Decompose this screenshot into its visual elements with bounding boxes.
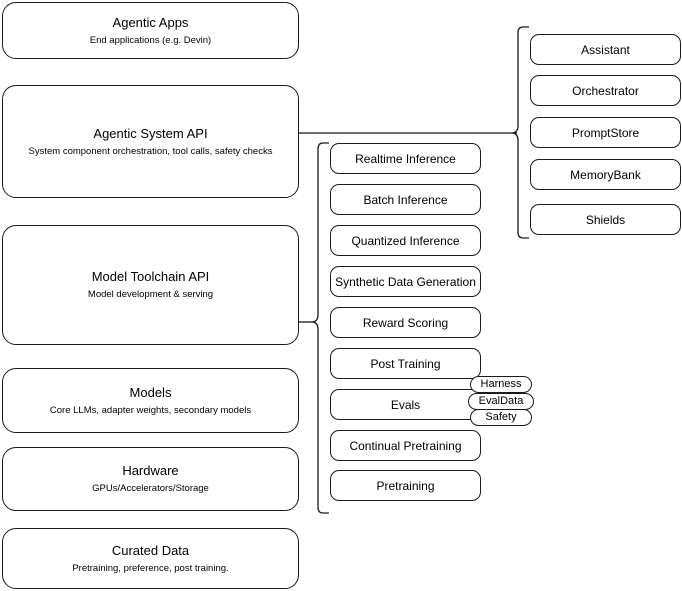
layer-subtitle: Core LLMs, adapter weights, secondary mo… [49, 404, 252, 416]
pill-label: Pretraining [376, 478, 435, 493]
evals-tag-safety[interactable]: Safety [470, 409, 532, 426]
tag-label: Safety [485, 411, 517, 423]
pill-label: Shields [585, 212, 626, 227]
pill-label: Synthetic Data Generation [335, 274, 476, 289]
pill-label: Orchestrator [572, 83, 639, 98]
layer-title: Model Toolchain API [91, 269, 210, 284]
layer-title: Agentic Apps [112, 14, 189, 30]
toolchain-item-reward-scoring[interactable]: Reward Scoring [330, 307, 481, 338]
layer-subtitle: Pretraining, preference, post training. [72, 562, 229, 574]
layer-title: Models [129, 384, 172, 400]
system-item-orchestrator[interactable]: Orchestrator [530, 75, 681, 106]
toolchain-item-evals[interactable]: Evals [330, 389, 481, 420]
pill-label: Batch Inference [363, 192, 448, 207]
system-item-shields[interactable]: Shields [530, 204, 681, 235]
layer-agentic-system-api[interactable]: Agentic System API System component orch… [2, 85, 299, 198]
toolchain-item-pretraining[interactable]: Pretraining [330, 470, 481, 501]
toolchain-item-synthetic-data-generation[interactable]: Synthetic Data Generation [330, 266, 481, 297]
pill-label: Post Training [370, 356, 441, 371]
pill-label: PromptStore [571, 125, 640, 140]
layer-models[interactable]: Models Core LLMs, adapter weights, secon… [2, 368, 299, 433]
toolchain-item-batch-inference[interactable]: Batch Inference [330, 184, 481, 215]
layer-agentic-apps[interactable]: Agentic Apps End applications (e.g. Devi… [2, 2, 299, 59]
pill-label: MemoryBank [570, 167, 641, 182]
layer-curated-data[interactable]: Curated Data Pretraining, preference, po… [2, 528, 299, 589]
system-item-assistant[interactable]: Assistant [530, 34, 681, 65]
pill-label: Continual Pretraining [349, 438, 462, 453]
toolchain-item-continual-pretraining[interactable]: Continual Pretraining [330, 430, 481, 461]
layer-subtitle: System component orchestration, tool cal… [28, 145, 273, 157]
pill-label: Evals [390, 397, 421, 412]
brace-system-components [512, 26, 529, 239]
pill-label: Quantized Inference [351, 233, 460, 248]
toolchain-item-post-training[interactable]: Post Training [330, 348, 481, 379]
pill-label: Realtime Inference [355, 151, 456, 166]
brace-toolchain-components [312, 142, 329, 514]
pill-label: Assistant [581, 42, 630, 57]
system-item-promptstore[interactable]: PromptStore [530, 117, 681, 148]
evals-tag-evaldata[interactable]: EvalData [468, 393, 534, 410]
layer-subtitle: End applications (e.g. Devin) [89, 34, 212, 46]
layer-model-toolchain-api[interactable]: Model Toolchain API Model development & … [2, 225, 299, 345]
evals-tag-harness[interactable]: Harness [470, 376, 532, 393]
toolchain-item-quantized-inference[interactable]: Quantized Inference [330, 225, 481, 256]
layer-title: Curated Data [111, 542, 190, 558]
tag-label: EvalData [478, 395, 524, 407]
system-item-memorybank[interactable]: MemoryBank [530, 159, 681, 190]
layer-hardware[interactable]: Hardware GPUs/Accelerators/Storage [2, 447, 299, 511]
layer-title: Agentic System API [93, 125, 208, 141]
layer-subtitle: GPUs/Accelerators/Storage [92, 483, 209, 494]
pill-label: Reward Scoring [362, 315, 449, 330]
toolchain-item-realtime-inference[interactable]: Realtime Inference [330, 143, 481, 174]
tag-label: Harness [480, 378, 522, 390]
layer-title: Hardware [122, 463, 179, 478]
layer-subtitle: Model development & serving [87, 289, 214, 300]
